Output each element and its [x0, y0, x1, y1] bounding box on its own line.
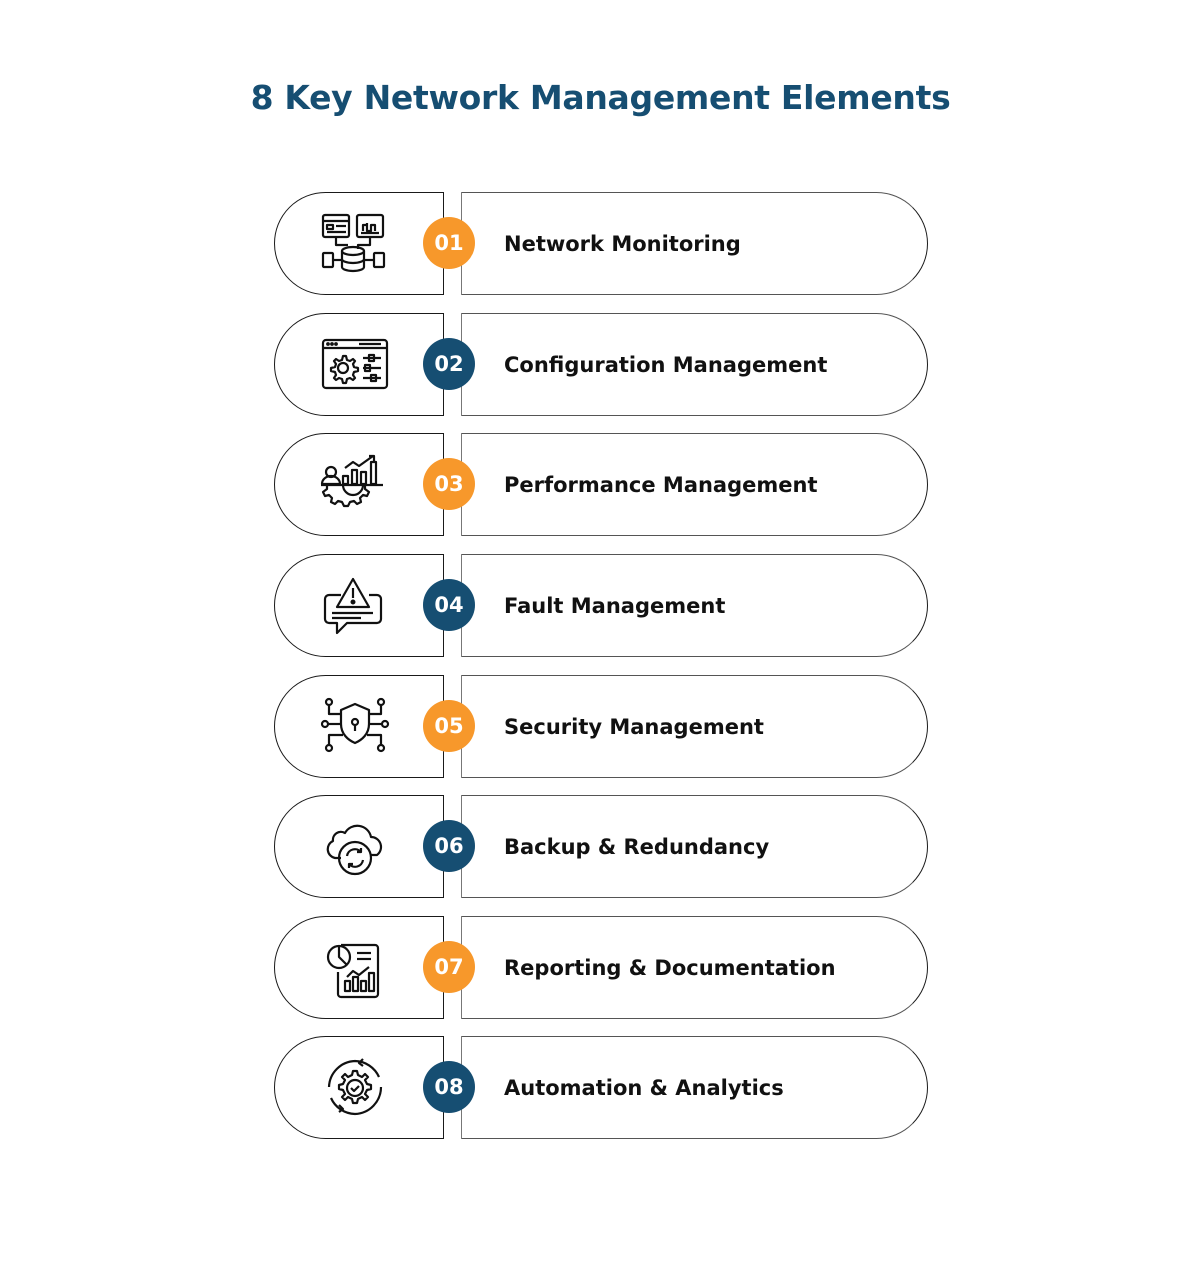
list-item: 07 Reporting & Documentation: [274, 916, 928, 1019]
label-panel: [461, 795, 928, 898]
warning-message-icon: [319, 575, 391, 637]
list-item: 04 Fault Management: [274, 554, 928, 657]
item-label: Reporting & Documentation: [504, 955, 836, 980]
step-number-badge: 01: [423, 217, 475, 269]
item-label: Network Monitoring: [504, 231, 741, 256]
icon-panel: [274, 916, 444, 1019]
label-panel: [461, 916, 928, 1019]
item-label: Automation & Analytics: [504, 1075, 784, 1100]
cloud-sync-icon: [319, 816, 391, 878]
security-shield-circuit-icon: [319, 696, 391, 758]
report-document-icon: [319, 937, 391, 999]
label-panel: [461, 1036, 928, 1139]
item-label: Fault Management: [504, 593, 726, 618]
icon-panel: [274, 1036, 444, 1139]
icon-panel: [274, 675, 444, 778]
step-number-badge: 02: [423, 338, 475, 390]
network-monitoring-icon: [319, 213, 391, 275]
label-panel: [461, 313, 928, 416]
step-number-badge: 05: [423, 700, 475, 752]
list-item: 03 Performance Management: [274, 433, 928, 536]
configuration-gear-icon: [319, 334, 391, 396]
list-item: 08 Automation & Analytics: [274, 1036, 928, 1139]
step-number-badge: 07: [423, 941, 475, 993]
label-panel: [461, 433, 928, 536]
icon-panel: [274, 313, 444, 416]
list-item: 05 Security Management: [274, 675, 928, 778]
item-label: Performance Management: [504, 472, 818, 497]
page-title: 8 Key Network Management Elements: [250, 78, 951, 117]
label-panel: [461, 554, 928, 657]
icon-panel: [274, 433, 444, 536]
icon-panel: [274, 795, 444, 898]
list-item: 02 Configuration Management: [274, 313, 928, 416]
item-label: Configuration Management: [504, 352, 828, 377]
list-item: 01 Network Monitoring: [274, 192, 928, 295]
label-panel: [461, 675, 928, 778]
label-panel: [461, 192, 928, 295]
step-number-badge: 04: [423, 579, 475, 631]
automation-gear-check-icon: [319, 1057, 391, 1119]
performance-chart-gear-icon: [319, 454, 391, 516]
item-label: Backup & Redundancy: [504, 834, 770, 859]
step-number-badge: 08: [423, 1061, 475, 1113]
step-number-badge: 06: [423, 820, 475, 872]
icon-panel: [274, 192, 444, 295]
list-item: 06 Backup & Redundancy: [274, 795, 928, 898]
step-number-badge: 03: [423, 458, 475, 510]
icon-panel: [274, 554, 444, 657]
item-label: Security Management: [504, 714, 764, 739]
